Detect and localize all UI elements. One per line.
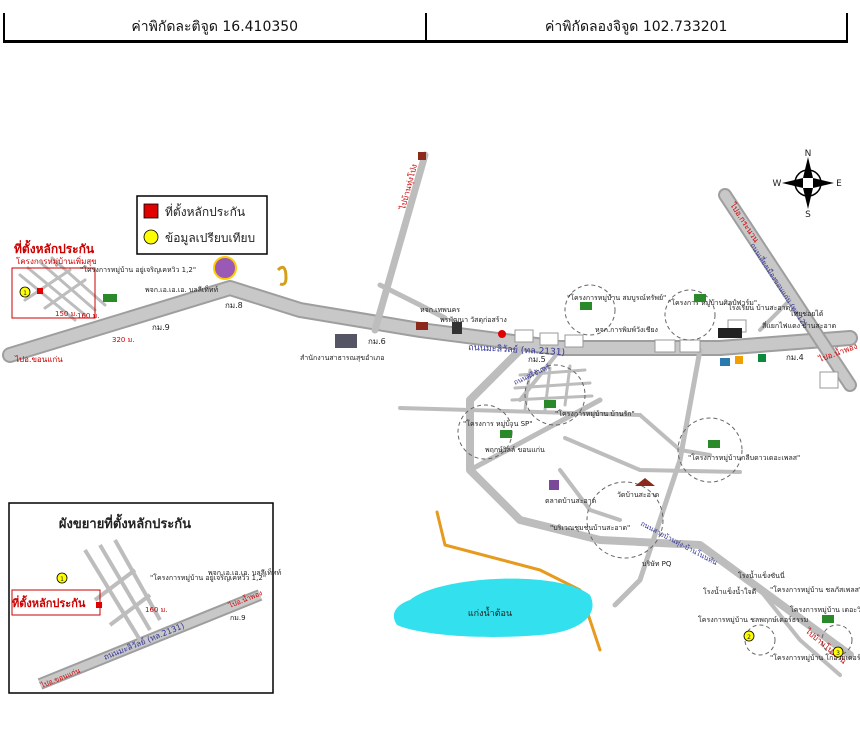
km9-label: กม.9 [152,323,170,332]
store-icon [498,330,506,338]
longitude-label: ค่าพิกัดลองจิจูด [545,18,639,35]
seven-eleven-icon [758,354,766,362]
latitude-cell: ค่าพิกัดละติจูด 16.410350 [5,13,425,40]
community-label: "บริเวณชุมชนบ้านสะอาด" [550,524,630,532]
compass-west: W [773,179,782,189]
proj-dream-label: โครงการหมู่บ้าน ชลพฤกษ์เดอร์ธรรม [698,615,808,624]
house-1-icon [103,294,117,302]
inset-project-label: "โครงการหมู่บ้าน อยู่เจริญเคหวิว 1,2" [150,573,266,582]
store-7-icon [735,356,743,364]
inset-pea-label: พจก.เอ.เอ.เอ. บลลีเท็ทท์ [208,568,282,577]
compass-south: S [805,210,811,220]
school-icon [718,328,742,338]
compass-icon: N S W E [773,149,843,220]
house-6-icon [708,440,720,448]
collateral-area-outline [11,267,96,319]
comparison-marker-1-label: 1 [23,290,27,297]
house-3-icon [694,294,706,302]
latitude-value: 16.410350 [222,18,299,35]
factory-1-label: โรงน้ำแข็งซันนี่ [738,569,785,580]
district-office-label: สำนักงานสาธารณสุขอำเภอ [300,354,384,362]
house-4-icon [544,400,556,408]
longitude-cell: ค่าพิกัดลองจิจูด 102.733201 [424,13,847,40]
distance-150: 150 ม. [55,310,77,318]
collateral-marker-icon [37,288,43,294]
legend-collateral-label: ที่ตั้งหลักประกัน [165,203,245,219]
comparison-marker-2-icon [743,630,755,642]
market-icon [549,480,559,490]
office-building-icon [335,334,357,348]
rowhouse-blocks [514,319,839,389]
proj-bonnanan-label: "โครงการหมู่บ้านกลีบดาวเดอะเพลส" [688,453,800,462]
km5-label: กม.5 [528,355,546,364]
proj-kamol-label: "โครงการหมู่บ้าน ชลภัสเพลส" [770,585,860,594]
house-2-icon [580,302,592,310]
roads [2,151,858,677]
market-label: ตลาดบ้านสะอาด [545,497,596,505]
inset-km9-label: กม.9 [230,614,246,622]
shop-1-label: หจก.เทพนคร [420,306,460,314]
proj-green-label: โครงการหมู่บ้าน เดอะวิว (ทะเลสาบ) [790,605,860,614]
company-label: บริษัท PQ [642,560,672,568]
district-seal-icon [213,256,237,280]
lake-label: แก่งน้ำต้อน [468,606,512,619]
landmark-icons [103,152,834,623]
inset-comparison-marker-icon [56,572,68,584]
bigc-label: ไทยช่อยได้ [789,309,823,318]
golden-statue-icon [276,265,288,286]
longitude-value: 102.733201 [642,18,728,35]
bank-icon [720,358,730,366]
pea-label: พจก.เอ.เอ.เอ. บลลีเท็ทท์ [145,285,219,294]
proj-lakeview-label: "โครงการ หมู่บ้านศิลป์ฟาร์ม" [668,298,757,307]
coordinates-bar: ค่าพิกัดละติจูด 16.410350 ค่าพิกัดลองจิจ… [3,13,848,43]
road-end-icon [418,152,426,160]
inset-map: ผังขยายที่ตั้งหลักประกัน ที่ตั้งหลักประก… [8,502,282,694]
legend-red-square-icon [143,203,159,219]
legend-comparison-label: ข้อมูลเปรียบเทียบ [165,231,255,246]
km4-label: กม.4 [786,353,804,362]
collateral-title: ที่ตั้งหลักประกัน [14,239,95,256]
school-label: โรงเรียน บ้านสะอาด [728,303,790,312]
comparison-marker-3-label: 3 [836,650,840,657]
to-right-top-label: ไปอ.กระนวน [728,200,761,244]
shop-2-label: พรพัฒนา วัสดุก่อสร้าง [440,316,507,324]
proj-banwan-label: "โครงการหมู่บ้าน บ้านรัก" [555,409,635,418]
proj-last-label: "โครงการหมู่บ้าน โกอวยเดอร์ปาร์ค" [770,653,860,662]
km8-label: กม.8 [225,301,243,310]
factory-2-label: โรงน้ำแข็งน้ำใจดี [703,585,756,596]
distance-160: 160 ม. [77,312,99,320]
temple-icon [635,478,655,486]
compass-east: E [836,179,842,189]
house-7-icon [822,615,834,623]
gas-label: พฤกษ์วิลล์ ขอนแก่น [485,446,545,454]
compass-north: N [805,149,812,159]
latitude-label: ค่าพิกัดละติจูด [131,18,218,35]
lake-shape [393,578,593,637]
rail-label: สี่แยกไฟแดง บ้านสะอาด [762,321,836,330]
to-khon-kaen-left: ไปอ.ขอนแก่น [14,355,63,364]
inset-collateral-label: ที่ตั้งหลักประกัน [12,595,86,610]
km6-label: กม.6 [368,337,386,346]
temple-label: วัดบ้านสะอาด [617,491,659,499]
shop-icon [416,322,428,330]
proj-sinthani-label: "โครงการหมู่บ้าน สมบูรณ์ทรัพย์" [567,293,666,302]
proj-sp-label: "โครงการ หมู่บ้าน SP" [463,419,533,428]
distance-320: 320 ม. [112,336,134,344]
collateral-subtitle: โครงการหมู่บ้านเพิ่มสุข [16,255,97,267]
comparison-marker-3-icon [832,646,844,658]
comparison-marker-2-label: 2 [747,634,751,641]
proj-pracha-label: หจก.การพิมพ์วังเชียง [595,326,658,334]
inset-distance-160: 160 ม. [145,606,167,614]
inset-title: ผังขยายที่ตั้งหลักประกัน [59,513,191,532]
house-5-icon [500,430,512,438]
comparison-marker-1-icon [19,286,31,298]
legend: ที่ตั้งหลักประกัน ข้อมูลเปรียบเทียบ [136,195,268,255]
inset-collateral-marker-icon [96,602,102,608]
factory-icon [452,322,462,334]
legend-yellow-circle-icon [143,229,159,245]
project-12-label: "โครงการหมู่บ้าน อยู่เจริญเคหวิว 1,2" [80,265,196,274]
inset-marker-1-label: 1 [60,576,64,583]
